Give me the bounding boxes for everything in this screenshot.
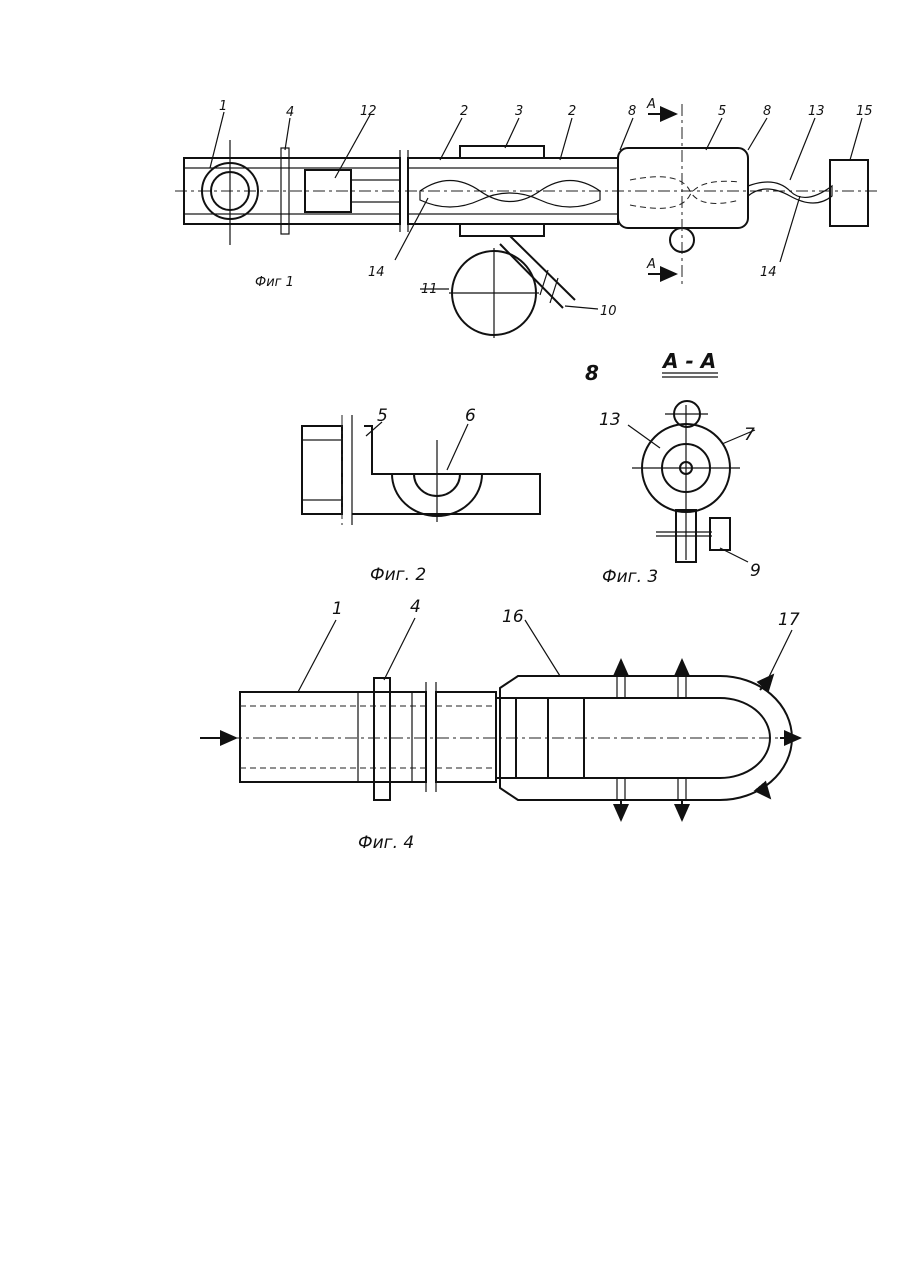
figure-2 — [302, 415, 540, 525]
caption-fig2: Фиг. 2 — [370, 565, 426, 585]
arm-part-10 — [500, 236, 575, 308]
screw-part-9 — [710, 518, 730, 550]
label-fig3-9: 9 — [750, 561, 761, 581]
label-fig3-7: 7 — [744, 425, 755, 445]
label-fig2-5: 5 — [377, 406, 388, 426]
label-fig1-2a: 2 — [460, 104, 468, 119]
label-fig3-8: 8 — [585, 361, 599, 385]
knob-part-15 — [830, 160, 868, 226]
figure-3 — [628, 373, 755, 562]
figure-2-labels: 5 6 Фиг. 2 — [370, 406, 476, 585]
label-fig1-3: 3 — [515, 104, 523, 119]
label-fig4-16: 16 — [502, 607, 524, 627]
label-fig4-4: 4 — [410, 597, 421, 617]
screw-part-13 — [748, 182, 832, 203]
figure-4-labels: 1 4 16 17 Фиг. 4 — [332, 597, 800, 853]
label-fig1-14a: 14 — [368, 265, 385, 280]
label-fig1-1: 1 — [219, 99, 227, 114]
twisted-element-14 — [420, 181, 600, 208]
figure-1 — [175, 104, 880, 338]
holder-part-5 — [618, 148, 748, 228]
label-fig1-13: 13 — [808, 104, 825, 119]
label-fig1-14b: 14 — [760, 265, 777, 280]
label-fig4-17: 17 — [778, 610, 800, 630]
caption-fig3: Фиг. 3 — [602, 567, 658, 587]
caption-fig1: Фиг 1 — [255, 275, 294, 290]
label-fig1-15: 15 — [856, 104, 873, 119]
label-fig1-2b: 2 — [568, 104, 576, 119]
figure-1-labels: 1 4 12 2 3 2 8 5 8 13 15 A A 14 14 11 10… — [219, 97, 873, 319]
label-fig2-6: 6 — [465, 406, 476, 426]
figure-4 — [200, 618, 800, 820]
label-fig1-8b: 8 — [763, 104, 771, 119]
caption-fig4: Фиг. 4 — [358, 833, 414, 853]
label-fig1-4: 4 — [286, 105, 294, 120]
label-fig1-10: 10 — [600, 304, 617, 319]
section-title-aa: A - A — [661, 349, 716, 373]
label-section-a-top: A — [646, 97, 656, 112]
label-section-a-bottom: A — [646, 257, 656, 272]
label-fig1-8: 8 — [628, 104, 636, 119]
label-fig4-1: 1 — [332, 599, 343, 619]
clamp-part-3 — [460, 146, 544, 158]
label-fig1-11: 11 — [421, 282, 438, 297]
label-fig1-5: 5 — [718, 104, 726, 119]
label-fig1-12: 12 — [360, 104, 377, 119]
label-fig3-13: 13 — [599, 410, 621, 430]
